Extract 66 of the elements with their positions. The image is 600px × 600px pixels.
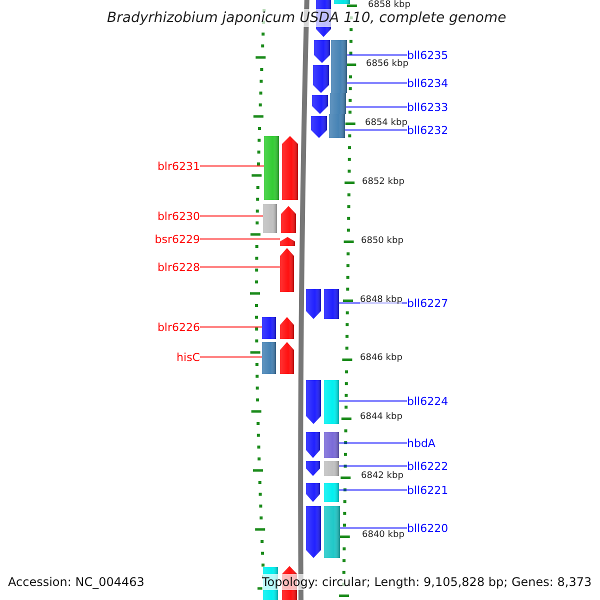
scale-label: 6852 kbp (362, 177, 404, 188)
gene-label: hbdA (407, 438, 436, 448)
scale-label: 6858 kbp (368, 0, 410, 11)
gene-feature-pointed (280, 342, 294, 374)
gene-label: blr6228 (157, 262, 200, 272)
gene-feature-pointed (306, 432, 320, 458)
gene-label: bll6233 (407, 102, 448, 112)
genome-info: Accession: NC_004463 (8, 574, 144, 590)
gene-label: bll6222 (407, 460, 448, 472)
gene-label: bll6234 (407, 78, 448, 88)
gene-feature-pointed (306, 506, 321, 558)
scale-label: 6856 kbp (366, 59, 408, 70)
leader-line (338, 400, 408, 402)
scale-label: 6840 kbp (362, 530, 404, 541)
gene-feature-pointed (280, 237, 295, 246)
gene-label: bll6227 (407, 298, 448, 308)
gene-label: bll6220 (407, 522, 448, 534)
gene-feature-pointed (280, 248, 294, 292)
gene-feature-bar (331, 40, 347, 64)
gene-feature-bar (329, 114, 345, 138)
gene-label: bll6221 (407, 484, 448, 496)
gene-label: bll6235 (407, 50, 448, 60)
gene-feature-pointed (306, 461, 320, 476)
leader-line (346, 106, 408, 108)
gene-feature-pointed (306, 289, 321, 319)
gene-label: blr6230 (157, 210, 200, 222)
leader-line (338, 442, 408, 444)
leader-line (200, 356, 262, 358)
gene-feature-pointed (280, 317, 294, 339)
genome-info: Topology: circular; Length: 9,105,828 bp; Genes: 8,373 (262, 574, 592, 590)
gene-feature-bar (263, 204, 277, 233)
gene-feature-bar (324, 506, 340, 558)
scale-label: 6846 kbp (360, 353, 402, 364)
gene-feature-pointed (282, 136, 298, 200)
gene-feature-bar (264, 136, 279, 200)
gene-label: bsr6229 (154, 234, 200, 244)
scale-label: 6848 kbp (360, 295, 402, 306)
leader-line (346, 82, 408, 84)
scale-label: 6844 kbp (360, 412, 402, 423)
gene-label: blr6226 (157, 322, 200, 332)
gene-label: hisC (176, 352, 200, 362)
gene-feature-bar (262, 317, 276, 339)
leader-line (200, 238, 280, 240)
gene-feature-pointed (312, 95, 328, 114)
leader-line (346, 54, 408, 56)
gene-feature-pointed (306, 483, 320, 502)
gene-feature-bar (324, 461, 339, 476)
gene-feature-bar (324, 483, 339, 502)
gene-feature-pointed (311, 116, 327, 138)
gene-feature-bar (324, 432, 339, 458)
gene-label: bll6232 (407, 124, 448, 136)
gene-label: bll6224 (407, 396, 448, 406)
gene-label: blr6231 (157, 160, 200, 172)
gene-feature-pointed (314, 40, 330, 63)
gene-feature-bar (324, 380, 339, 424)
scale-label: 6850 kbp (361, 236, 404, 247)
gene-feature-pointed (313, 65, 329, 93)
gene-feature-pointed (281, 206, 296, 233)
gene-feature-bar (262, 342, 276, 374)
scale-label: 6842 kbp (361, 471, 404, 482)
gene-feature-bar (324, 289, 339, 319)
leader-line (338, 302, 408, 304)
leader-line (200, 326, 262, 328)
gene-feature-pointed (306, 380, 321, 424)
scale-label: 6854 kbp (365, 118, 408, 129)
leader-line (200, 266, 280, 268)
